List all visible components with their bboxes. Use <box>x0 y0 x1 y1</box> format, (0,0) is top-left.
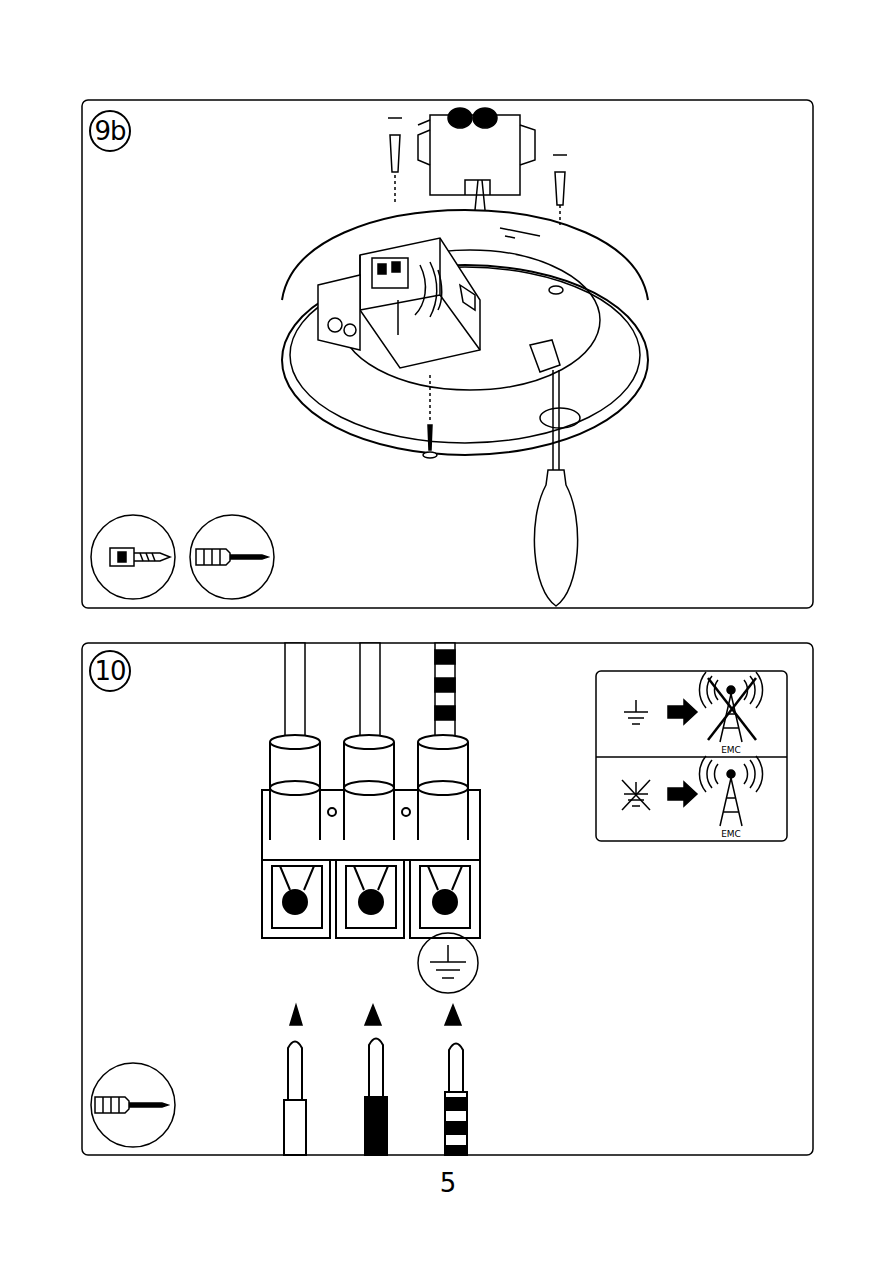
emc-panel <box>596 671 787 841</box>
step-number-circle: 9b <box>89 110 131 152</box>
antenna-icon <box>699 756 762 826</box>
earth-symbol <box>418 933 478 993</box>
emc-label: EMC <box>720 829 742 839</box>
lamp-dome <box>282 210 648 455</box>
wire <box>285 643 455 743</box>
antenna-icon <box>699 672 762 742</box>
driver-box <box>318 238 480 368</box>
step-number-circle: 10 <box>89 650 131 692</box>
insert-arrow <box>290 1005 461 1025</box>
step-number: 9b <box>94 116 125 146</box>
step-panel <box>82 643 813 1155</box>
screw <box>398 300 437 458</box>
screwdriver-icon <box>91 1063 175 1147</box>
step-number: 10 <box>94 656 125 686</box>
terminal-block <box>262 735 480 938</box>
step-panel <box>82 100 813 608</box>
wall-plug <box>388 118 567 225</box>
screwdriver <box>530 286 580 606</box>
drill-icon <box>91 515 175 599</box>
stripped-wire <box>284 1039 467 1156</box>
screwdriver-icon <box>190 515 274 599</box>
ceiling-box <box>418 108 535 210</box>
page-number: 5 <box>440 1168 457 1198</box>
emc-label: EMC <box>720 745 742 755</box>
